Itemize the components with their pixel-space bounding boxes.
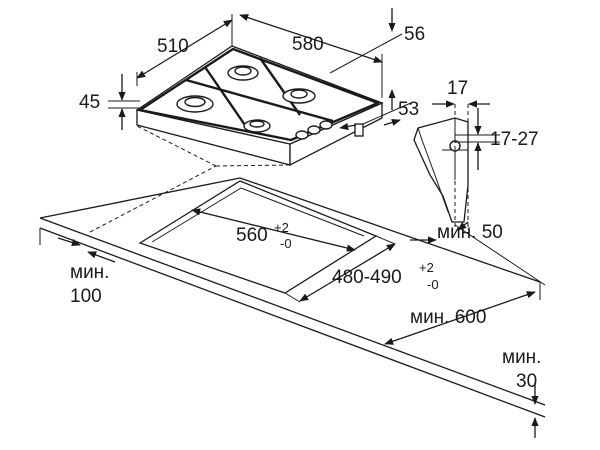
dim-label-480-490-tol-minus: -0 [427, 277, 439, 292]
burner-rear-left [227, 65, 259, 81]
hob-ignition-button [354, 123, 364, 137]
dim-label-45: 45 [79, 92, 100, 113]
dim-label-min-50: мин. 50 [437, 222, 503, 243]
dim-label-min-30-b: 30 [516, 371, 537, 392]
countertop-back-left-edge [39, 177, 241, 219]
dim-label-560-tol-plus: +2 [274, 220, 289, 235]
dimension-min-100: мин. 100 [39, 228, 116, 307]
dim-label-17: 17 [447, 78, 468, 99]
dimension-510: 510 [136, 14, 233, 86]
dim-label-580: 580 [292, 34, 324, 55]
hob-appliance [135, 45, 384, 167]
dimension-580: 580 [239, 14, 383, 98]
hob-grate-divider-3 [259, 57, 301, 116]
countertop-front-edge-lower [39, 227, 546, 418]
dim-label-560: 560 [236, 225, 268, 246]
countertop-front-edge [39, 217, 546, 406]
dim-label-510: 510 [157, 36, 189, 57]
dim-label-min-100-a: мин. [70, 262, 109, 283]
dim-label-min-30-a: мин. [502, 347, 541, 368]
countertop-back-edge [239, 177, 541, 283]
dim-label-17-27: 17-27 [490, 129, 539, 150]
burner-front-right [243, 119, 271, 133]
dim-label-min-600: мин. 600 [410, 307, 486, 328]
dim-label-53: 53 [398, 99, 419, 120]
dimension-480-490: 480-490 +2 -0 [284, 235, 439, 303]
dimension-min-600: мин. 600 [384, 282, 541, 345]
burner-rear-right [282, 88, 316, 104]
countertop [39, 125, 546, 418]
dimension-min-30: мин. 30 [502, 347, 541, 438]
dimension-min-50: мин. 50 [410, 221, 546, 286]
dimension-56: 56 [329, 8, 425, 110]
burner-front-left [176, 95, 214, 113]
dimension-53: 53 [339, 99, 419, 131]
dimension-560: 560 +2 -0 [191, 208, 356, 252]
dim-label-480-490-tol-plus: +2 [419, 260, 434, 275]
hob-grate-divider-1 [185, 78, 334, 123]
hob-control-knobs [295, 120, 364, 140]
dim-label-480-490: 480-490 [332, 267, 402, 288]
dim-label-min-100-b: 100 [70, 286, 102, 307]
dim-label-560-tol-minus: -0 [280, 236, 292, 251]
mounting-bracket: 17 17-27 [413, 78, 539, 230]
dim-label-56: 56 [404, 24, 425, 45]
dimension-45: 45 [79, 74, 140, 130]
